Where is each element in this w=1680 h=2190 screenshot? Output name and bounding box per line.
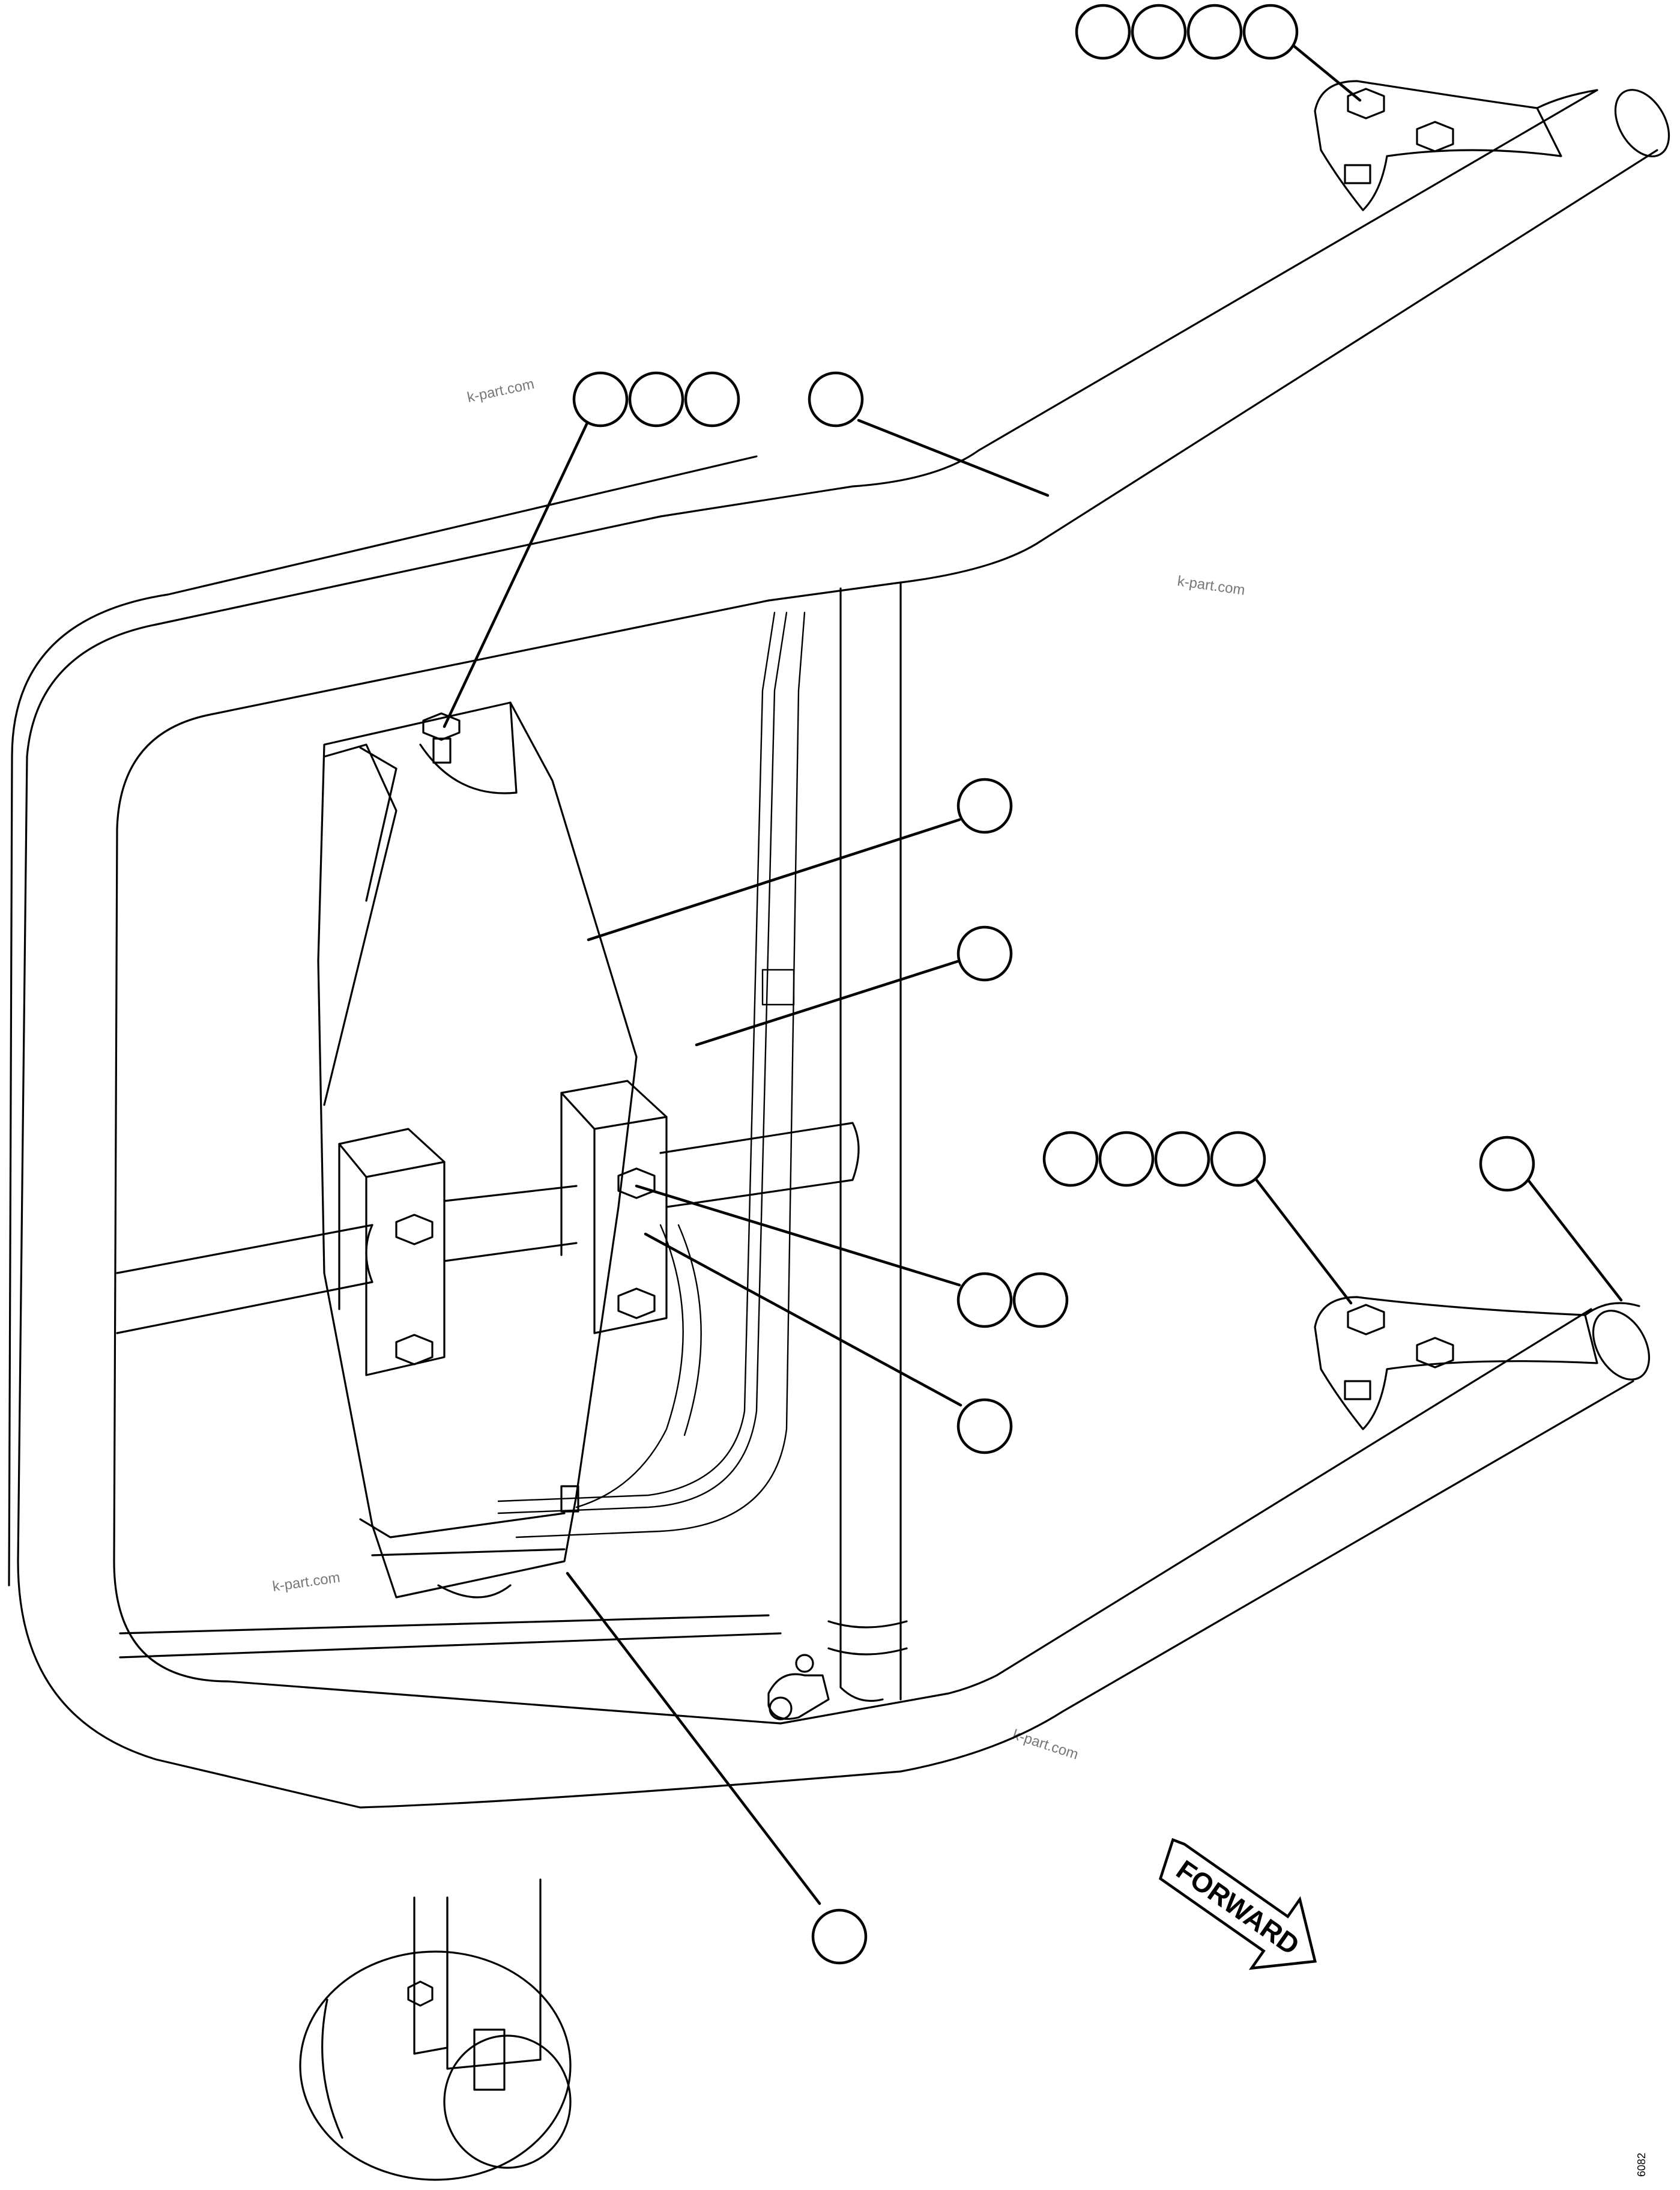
- bottom-wheel: [299, 1950, 572, 2181]
- callout-circle: [811, 1908, 868, 1965]
- callout-upper-left-bolt-group: [572, 371, 740, 428]
- cable-clip: [767, 1654, 830, 1720]
- mirror-frame: [8, 455, 782, 1809]
- callout-clamp-bolt-group: [956, 1272, 1069, 1328]
- callout-lower-right-bolt-group: [1042, 1131, 1266, 1187]
- callout-circle: [1210, 1131, 1266, 1187]
- watermark-text: k-part.com: [466, 376, 536, 406]
- right-clamp: [560, 1080, 668, 1334]
- drawing-code: 6082: [1636, 2153, 1648, 2177]
- callout-right-end-group: [1479, 1136, 1535, 1192]
- upper-support-bar: [659, 89, 1670, 602]
- callout-circle: [1479, 1136, 1535, 1192]
- callout-circle: [1098, 1131, 1155, 1187]
- mirror-housing: [317, 701, 638, 1599]
- callout-bottom-group: [811, 1908, 868, 1965]
- bottom-bracket: [407, 1878, 542, 2091]
- callout-rail-group: [808, 371, 864, 428]
- callout-circle: [684, 371, 740, 428]
- callout-circle: [1154, 1131, 1210, 1187]
- callout-circle: [1186, 4, 1243, 60]
- lower-support-bar: [359, 1302, 1651, 1809]
- watermark-text: k-part.com: [1011, 1726, 1080, 1763]
- top-mount-bracket: [1314, 80, 1562, 211]
- callout-clamp-group: [956, 1398, 1013, 1454]
- callout-circle: [1042, 1131, 1099, 1187]
- cable-loop: [497, 611, 806, 1538]
- watermark-text: k-part.com: [1176, 573, 1246, 599]
- callout-circle: [572, 371, 629, 428]
- callout-top-right-bolt-group: [1075, 4, 1299, 60]
- forward-label: FORWARD: [1171, 1854, 1305, 1961]
- watermark-text: k-part.com: [271, 1569, 341, 1595]
- callout-circle: [956, 925, 1013, 982]
- lower-mount-bracket: [1314, 1296, 1598, 1430]
- left-clamp: [338, 1128, 446, 1376]
- callout-circle: [628, 371, 684, 428]
- callout-mirror-back-group: [956, 925, 1013, 982]
- leader-lines: [443, 43, 1623, 1905]
- callout-circle: [1012, 1272, 1069, 1328]
- vertical-post: [827, 581, 908, 1702]
- horizontal-mount-rod: [116, 1122, 860, 1334]
- callout-mirror-group: [956, 778, 1013, 834]
- mirror-top-bolt: [422, 712, 461, 764]
- callout-circle: [956, 778, 1013, 834]
- callout-circle: [956, 1272, 1013, 1328]
- callout-circle: [808, 371, 864, 428]
- callout-circle: [956, 1398, 1013, 1454]
- callout-circle: [1075, 4, 1131, 60]
- callout-circle: [1242, 4, 1299, 60]
- forward-arrow: FORWARD: [1158, 1838, 1317, 1970]
- callout-circle: [1131, 4, 1187, 60]
